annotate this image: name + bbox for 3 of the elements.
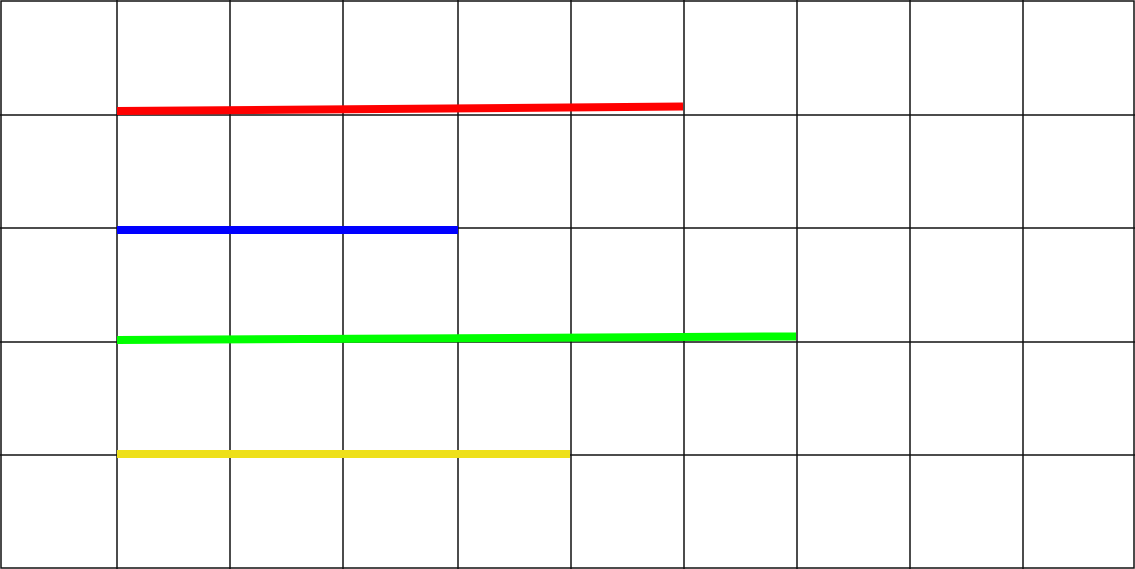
horizontal-bar [117,226,458,234]
horizontal-bar [117,450,570,458]
horizontal-bar [117,332,796,344]
